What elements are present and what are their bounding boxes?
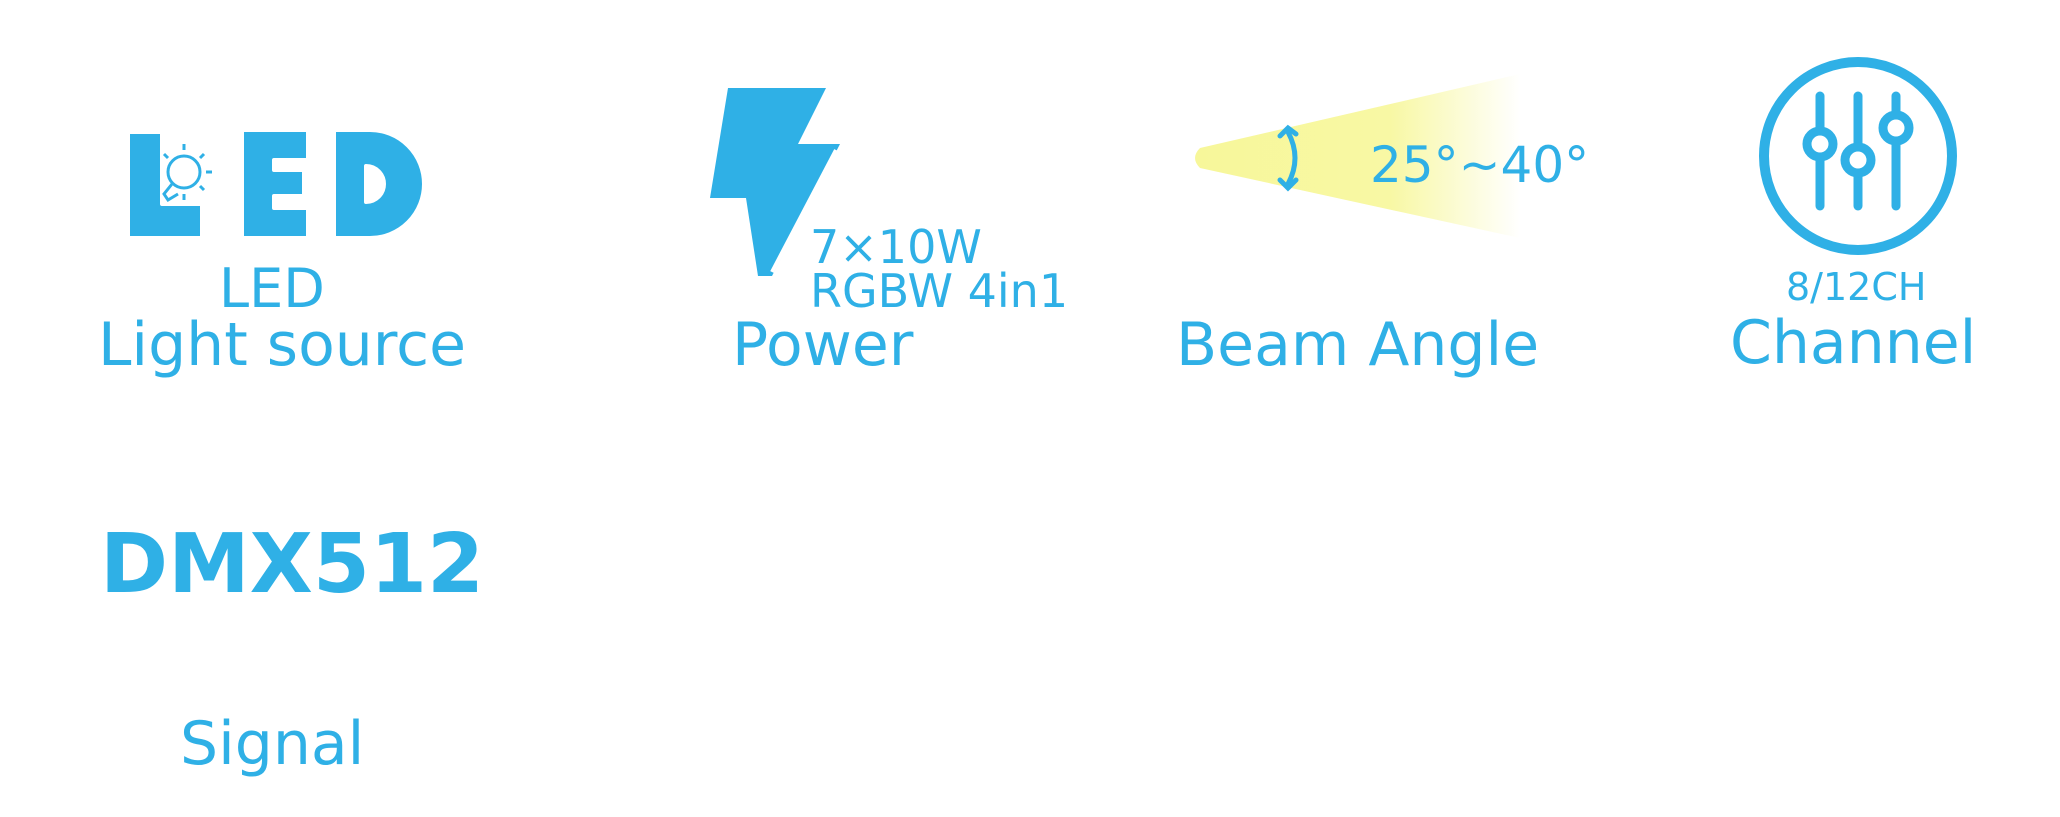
power-spec-line2: RGBW 4in1 [810, 264, 1069, 318]
sliders-icon [1758, 56, 1958, 256]
led-title-line2: Light source [98, 310, 467, 380]
power-spec-line1: 7×10W [810, 220, 982, 274]
beam-spec: 25°~40° [1370, 136, 1590, 194]
channel-title: Channel [1730, 308, 1977, 378]
signal-title: Signal [180, 709, 365, 779]
power-title: Power [732, 310, 914, 380]
feature-signal: DMX512 Signal [0, 400, 560, 817]
led-logo-icon [122, 126, 432, 246]
lightning-bolt-icon [710, 86, 870, 286]
led-title-line1: LED [219, 257, 325, 320]
feature-beam: 25°~40° Beam Angle [1080, 0, 1640, 400]
feature-channel: 8/12CH Channel [1640, 0, 2060, 400]
dmx-logo: DMX512 [100, 517, 485, 612]
led-bulb-icon [162, 144, 212, 203]
beam-cone-icon [1190, 70, 1610, 250]
feature-led: LED Light source [0, 0, 560, 400]
double-arrow-icon [1277, 124, 1299, 192]
channel-spec: 8/12CH [1786, 265, 1927, 309]
beam-title: Beam Angle [1176, 310, 1540, 380]
feature-power: 7×10W RGBW 4in1 Power [560, 0, 1080, 400]
